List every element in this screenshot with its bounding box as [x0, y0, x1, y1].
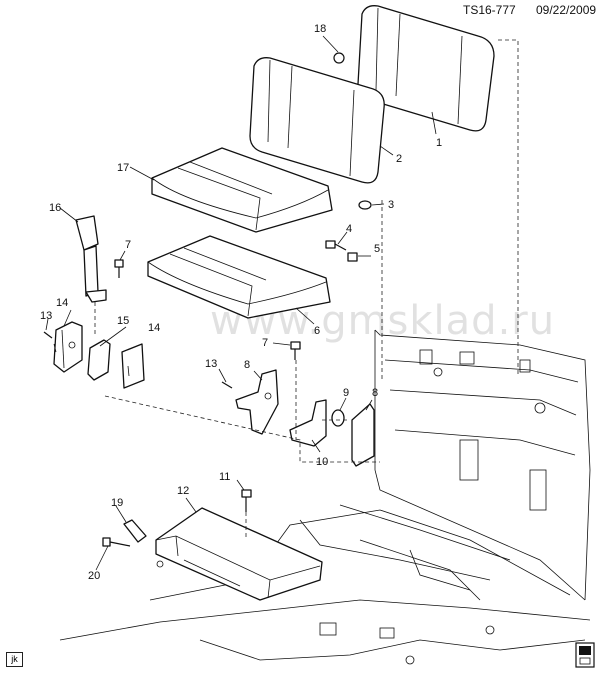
callout-12: 12	[177, 485, 189, 497]
callout-5: 5	[374, 243, 380, 255]
bolt-11	[241, 489, 252, 512]
callout-labels: 1 2 3 4 5 6 7 7 8 8 9 10 11 12 13 13 14 …	[40, 23, 442, 582]
diagram-id: TS16-777	[463, 3, 516, 17]
snap-ring-18	[333, 52, 345, 64]
bushing-9	[331, 409, 345, 427]
callout-8-bracket: 8	[244, 359, 250, 371]
callout-14-left: 14	[56, 297, 68, 309]
screw-13-left	[43, 331, 53, 339]
callout-14-right: 14	[148, 322, 160, 334]
callout-1: 1	[436, 137, 442, 149]
storage-bin-12	[155, 507, 323, 601]
callout-20: 20	[88, 570, 100, 582]
callout-15: 15	[117, 315, 129, 327]
hinge-bracket-14-left	[53, 321, 83, 373]
camera-icon[interactable]	[575, 642, 595, 668]
leader-lines	[45, 35, 437, 571]
callout-7-lower: 7	[262, 337, 268, 349]
callout-7-upper: 7	[125, 239, 131, 251]
floor-pan	[59, 329, 591, 665]
callout-3: 3	[388, 199, 394, 211]
seat-back-2	[249, 57, 385, 184]
trim-cover-14-right	[121, 343, 145, 389]
trim-cover-8	[351, 403, 375, 467]
assembly-lines	[94, 39, 519, 540]
callout-18: 18	[314, 23, 326, 35]
bolt-20	[102, 537, 131, 547]
hinge-bracket-8	[235, 369, 279, 435]
callout-13-right: 13	[205, 358, 217, 370]
callout-8-cover: 8	[372, 387, 378, 399]
callout-9: 9	[343, 387, 349, 399]
callout-6: 6	[314, 325, 320, 337]
callout-13-left: 13	[40, 310, 52, 322]
callout-10: 10	[316, 456, 328, 468]
callout-2: 2	[396, 153, 402, 165]
callout-19: 19	[111, 497, 123, 509]
seat-cushion-6	[147, 235, 331, 319]
bolt-7-lower	[290, 341, 301, 360]
snap-ring-3	[358, 200, 372, 210]
seat-cushion-17	[151, 147, 333, 233]
callout-17: 17	[117, 162, 129, 174]
seat-belt-buckle-16	[75, 215, 107, 303]
bracket-19	[123, 519, 147, 543]
screw-13-right	[221, 381, 233, 389]
callout-4: 4	[346, 223, 352, 235]
bolt-7-upper	[114, 259, 124, 278]
bolt-4	[325, 240, 347, 251]
nut-5	[347, 252, 358, 262]
bracket-15	[87, 339, 111, 381]
callout-16: 16	[49, 202, 61, 214]
diagram-date: 09/22/2009	[536, 3, 597, 17]
corner-tag: jk	[6, 652, 23, 667]
latch-10	[289, 399, 327, 447]
callout-11: 11	[219, 471, 230, 483]
